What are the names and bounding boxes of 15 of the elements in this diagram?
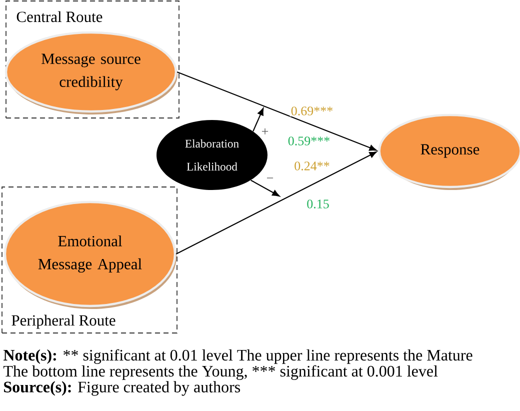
- source-text: Source(s): Figure created by authors: [4, 381, 240, 396]
- arrow: [252, 108, 264, 132]
- oval: Response: [378, 114, 520, 190]
- oval: Emotional Message Appeal: [4, 200, 176, 309]
- note-text: Note(s): ** significant at 0.01 level The upper line represents the Mature The bottom line represents the Young, *** significant at 0.001 level: [4, 349, 472, 380]
- oval: Message source credibility: [4, 31, 178, 114]
- coefficient-label: 0.59***: [286, 136, 332, 146]
- sign-label: +: [260, 127, 270, 137]
- sign-label: −: [265, 176, 275, 184]
- arrow: [176, 71, 377, 151]
- arrow: [176, 151, 377, 254]
- coefficient-label: 0.15: [306, 198, 330, 210]
- coefficient-label: 0.24**: [293, 160, 331, 172]
- arrow: [250, 180, 280, 196]
- coefficient-label: 0.69***: [290, 106, 334, 116]
